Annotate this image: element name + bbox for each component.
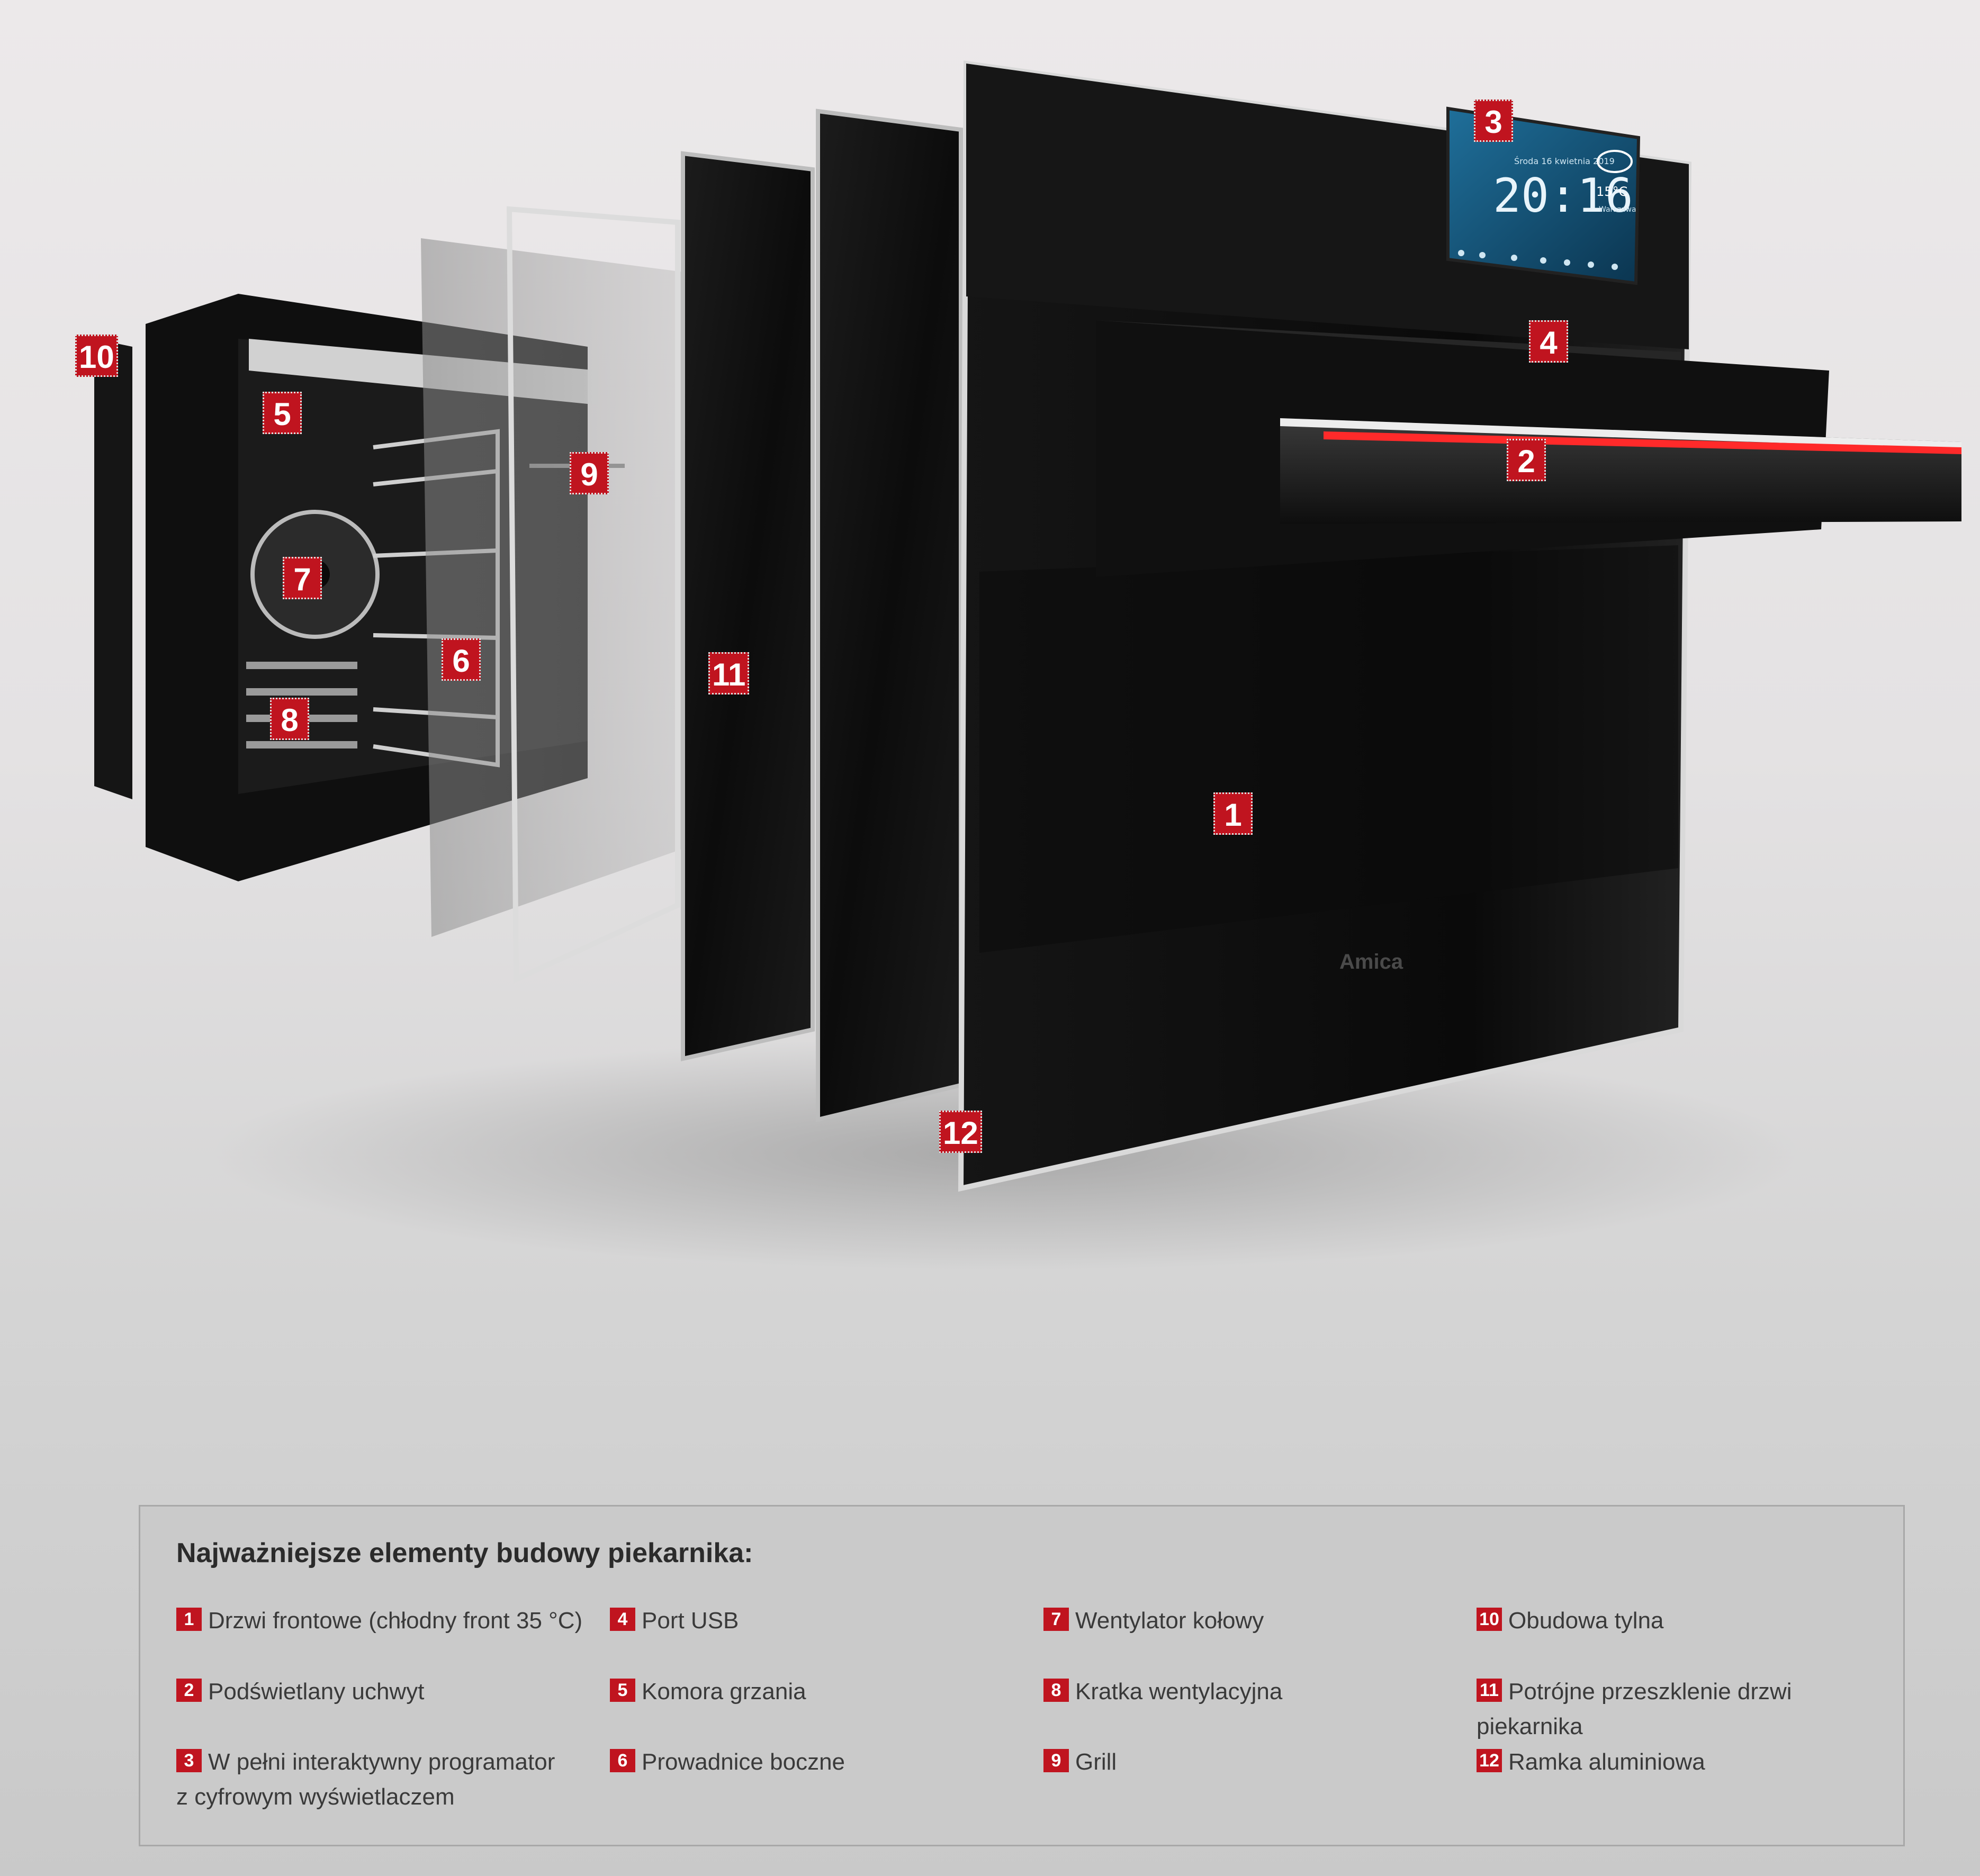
legend-label: Port USB <box>642 1608 739 1634</box>
marker-5: 5 <box>263 392 302 434</box>
handle-red-glow <box>1324 431 1961 454</box>
oven-exploded-view: 20:16 Środa 16 kwietnia 2019 15°C Warsza… <box>75 60 1961 1270</box>
legend-label: Obudowa tylna <box>1508 1608 1664 1634</box>
rear-housing <box>94 339 132 799</box>
legend-number: 7 <box>1043 1608 1069 1631</box>
legend-label: Drzwi frontowe (chłodny front 35 °C) <box>208 1608 583 1634</box>
glass-pane-3 <box>681 151 815 1061</box>
marker-2: 2 <box>1507 439 1546 481</box>
legend-title: Najważniejsze elementy budowy piekarnika… <box>176 1538 753 1568</box>
legend-number: 9 <box>1043 1749 1069 1772</box>
legend-panel: Najważniejsze elementy budowy piekarnika… <box>139 1505 1905 1846</box>
legend-item: 4 Port USB <box>610 1603 739 1638</box>
glass-pane-1 <box>421 238 688 937</box>
display-screen <box>1446 106 1641 285</box>
legend-number: 3 <box>176 1749 202 1772</box>
oven-illustration: 20:16 Środa 16 kwietnia 2019 15°C Warsza… <box>94 60 1961 1270</box>
marker-4: 4 <box>1529 320 1568 363</box>
handle-top-edge <box>1280 418 1961 449</box>
legend-item: 7 Wentylator kołowy <box>1043 1603 1264 1638</box>
legend-item: 10 Obudowa tylna <box>1477 1603 1664 1638</box>
display-location: Warszawa <box>1599 205 1636 214</box>
legend-item: 9 Grill <box>1043 1745 1117 1780</box>
legend-number: 12 <box>1477 1749 1502 1772</box>
legend-number: 4 <box>610 1608 635 1631</box>
control-panel <box>966 64 1689 349</box>
legend-item: 12 Ramka aluminiowa <box>1477 1745 1705 1780</box>
marker-3: 3 <box>1474 100 1513 142</box>
glass-pane-4 <box>816 109 963 1123</box>
legend-label: Potrójne przeszklenie drzwi piekarnika <box>1477 1679 1792 1739</box>
legend-label: Podświetlany uchwyt <box>208 1679 425 1704</box>
legend-label: Grill <box>1075 1749 1117 1775</box>
legend-label: W pełni interaktywny programator <box>208 1749 555 1775</box>
legend-number: 5 <box>610 1679 635 1702</box>
legend-number: 10 <box>1477 1608 1502 1631</box>
glass-pane-2 <box>506 206 680 984</box>
legend-item: 1 Drzwi frontowe (chłodny front 35 °C) <box>176 1603 582 1638</box>
legend-item: 2 Podświetlany uchwyt <box>176 1674 424 1709</box>
marker-10: 10 <box>75 335 118 377</box>
marker-1: 1 <box>1213 792 1253 835</box>
legend-item: 5 Komora grzania <box>610 1674 806 1709</box>
legend-number: 2 <box>176 1679 202 1702</box>
display-time: 20:16 <box>1493 168 1633 223</box>
vent-grille <box>246 662 357 748</box>
door-window <box>979 545 1678 953</box>
marker-6: 6 <box>442 638 481 681</box>
display-temperature: 15°C <box>1596 184 1627 199</box>
display-control-icons <box>1458 250 1618 270</box>
legend-number: 1 <box>176 1608 202 1631</box>
legend-item: 3 W pełni interaktywny programator z cyfr… <box>176 1745 555 1815</box>
marker-12: 12 <box>939 1111 982 1153</box>
legend-label: Kratka wentylacyjna <box>1075 1679 1283 1704</box>
legend-item: 8 Kratka wentylacyjna <box>1043 1674 1282 1709</box>
weather-cloud-icon <box>1597 150 1633 173</box>
legend-number: 8 <box>1043 1679 1069 1702</box>
marker-9: 9 <box>570 452 609 494</box>
legend-label: Ramka aluminiowa <box>1508 1749 1705 1775</box>
brand-logo: Amica <box>1339 950 1403 973</box>
marker-7: 7 <box>283 557 322 599</box>
legend-label: Komora grzania <box>642 1679 806 1704</box>
legend-item: 6 Prowadnice boczne <box>610 1745 845 1780</box>
legend-number: 6 <box>610 1749 635 1772</box>
legend-label-continued: z cyfrowym wyświetlaczem <box>176 1784 455 1810</box>
display-date: Środa 16 kwietnia 2019 <box>1514 156 1615 166</box>
marker-8: 8 <box>270 698 309 740</box>
marker-11: 11 <box>708 652 750 695</box>
legend-label: Wentylator kołowy <box>1075 1608 1264 1634</box>
legend-number: 11 <box>1477 1679 1502 1702</box>
legend-label: Prowadnice boczne <box>642 1749 845 1775</box>
